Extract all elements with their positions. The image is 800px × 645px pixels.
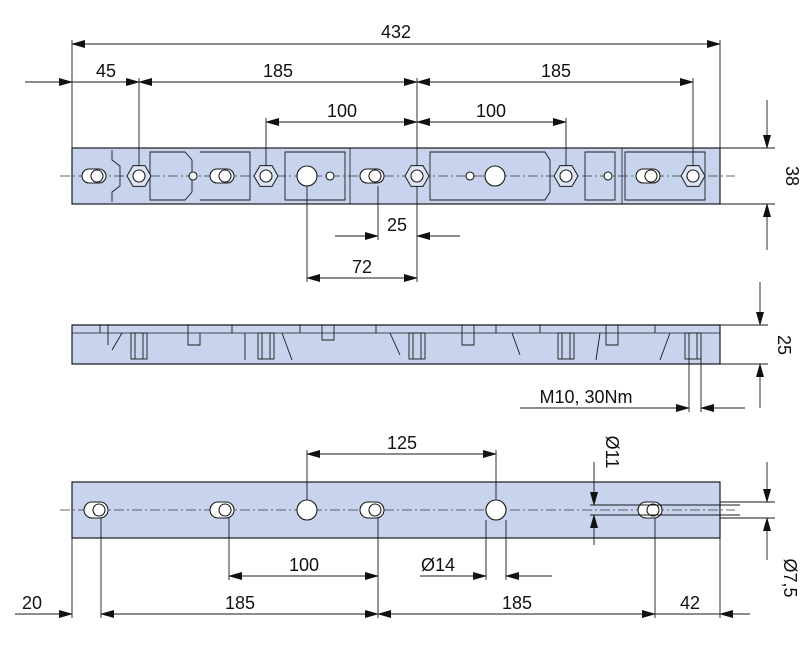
bottom-view: 125 Ø11 100 Ø14 20 185 185 42 Ø7,5	[15, 433, 800, 618]
dim-72: 72	[352, 257, 372, 277]
hex-nut-3	[404, 165, 430, 187]
hex-nut-5	[680, 165, 706, 187]
dim-20: 20	[22, 593, 42, 613]
dim-100-right: 100	[476, 101, 506, 121]
top-slot-1	[81, 168, 107, 184]
dim-38: 38	[782, 166, 800, 186]
bottom-hole-1	[296, 499, 318, 521]
top-slot-2	[209, 168, 235, 184]
dim-dia-7-5: Ø7,5	[780, 558, 800, 597]
dim-100-bottom: 100	[289, 555, 319, 575]
bottom-slot-4	[637, 501, 663, 519]
dim-25: 25	[387, 215, 407, 235]
hex-nut-4	[553, 165, 579, 187]
thread-spec: M10, 30Nm	[539, 387, 632, 407]
top-slot-4	[635, 168, 661, 184]
hex-nut-2	[253, 165, 279, 187]
bottom-slot-1	[83, 501, 109, 519]
dim-185-bottom-left: 185	[225, 593, 255, 613]
dim-42: 42	[680, 593, 700, 613]
bottom-hole-2	[485, 499, 507, 521]
top-slot-3	[359, 168, 385, 184]
dim-45: 45	[96, 61, 116, 81]
bottom-slot-2	[209, 501, 235, 519]
dim-185-right: 185	[541, 61, 571, 81]
dim-dia-14: Ø14	[421, 555, 455, 575]
dim-432: 432	[381, 22, 411, 42]
dim-dia-11: Ø11	[602, 436, 622, 469]
dim-100-left: 100	[327, 101, 357, 121]
side-view-body	[71, 324, 721, 365]
hex-nut-1	[126, 165, 152, 187]
dim-185-left: 185	[263, 61, 293, 81]
top-hole-2	[484, 165, 506, 187]
top-hole-1	[296, 165, 318, 187]
dim-side-25: 25	[774, 335, 794, 355]
bottom-slot-3	[359, 501, 385, 519]
dim-125: 125	[387, 433, 417, 453]
top-view: 432 45 185 185 100 100 25 72 38	[25, 22, 800, 282]
side-view: 25 M10, 30Nm	[71, 282, 794, 412]
dim-185-bottom-right: 185	[502, 593, 532, 613]
bottom-view-body	[71, 481, 721, 539]
